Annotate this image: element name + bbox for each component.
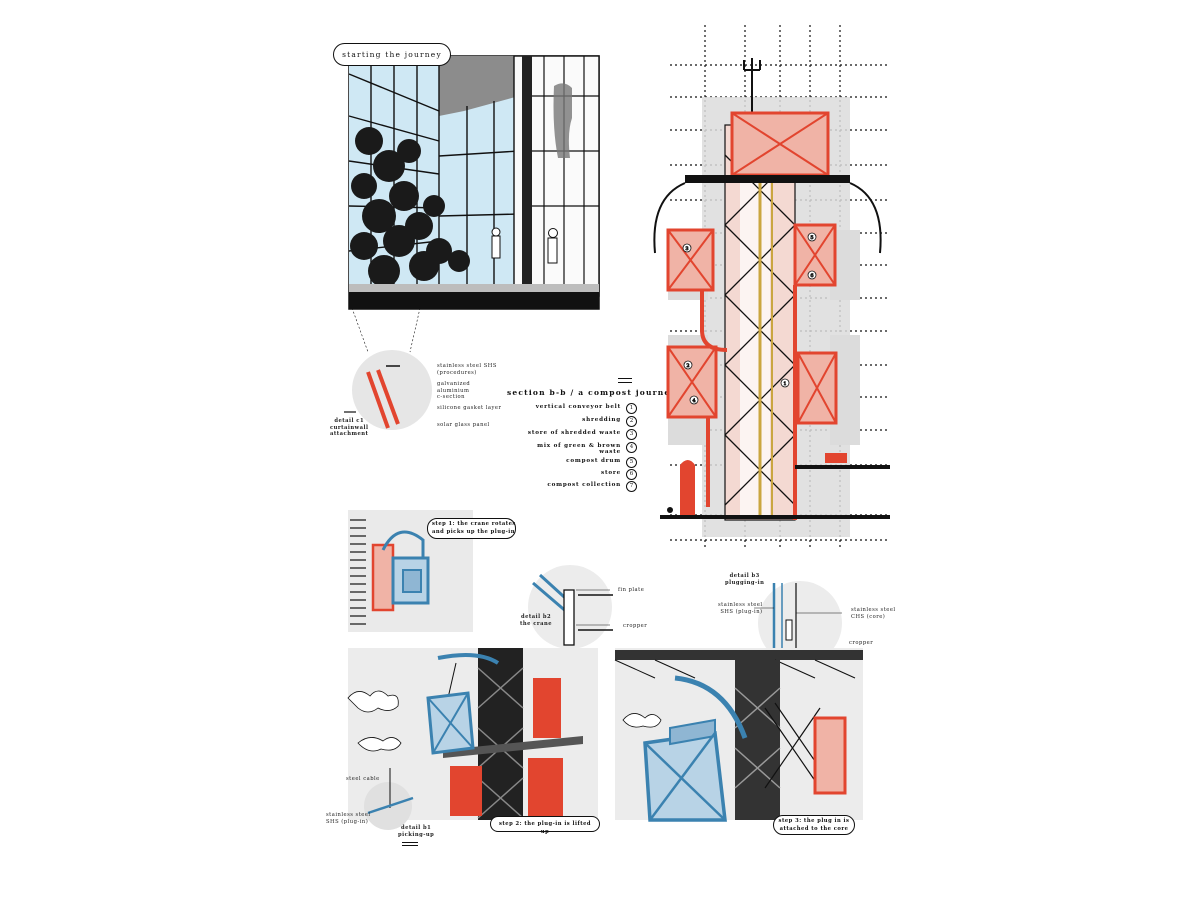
step3-drawing (614, 650, 863, 822)
marker-3: 3 (685, 246, 688, 252)
detail-b1-caption: detail b1 picking-up (398, 825, 435, 838)
b1-scale-bar (402, 842, 418, 846)
b3-callout-1: stainless steel SHS (plug-in) (718, 602, 763, 615)
b3-callout-3: cropper (849, 640, 874, 646)
b3-callout-2: stainless steel CHS (core) (851, 607, 896, 620)
legend-num-3: 3 (626, 429, 637, 440)
marker-2: 2 (686, 363, 689, 369)
detail-b2-caption: detail b2 the crane (520, 614, 553, 627)
atrium-illustration (348, 55, 600, 310)
section-title: section b-b / a compost journey (507, 388, 676, 397)
marker-1: 1 (783, 381, 786, 387)
detail-c1-drawing (344, 307, 432, 430)
legend-num-6: 6 (626, 469, 637, 480)
legend-num-5: 5 (626, 457, 637, 468)
detail-b3-drawing (754, 581, 842, 665)
detail-b2-drawing (528, 565, 613, 649)
legend-num-4: 4 (626, 442, 637, 453)
legend-num-1: 1 (626, 403, 637, 414)
marker-4: 4 (692, 398, 695, 404)
step1-pill: step 1: the crane rotates and picks up t… (427, 518, 516, 539)
starting-journey-pill: starting the journey (333, 43, 451, 66)
c1-callout-4: solar glass panel (437, 422, 490, 428)
c1-callout-3: silicone gasket layer (437, 405, 502, 411)
detail-c1-caption: detail c1 curtainwall attachment (330, 418, 369, 437)
c1-callout-1: stainless steel SHS (procedures) (437, 363, 497, 376)
b1-callout-1: steel cable (346, 776, 380, 782)
b2-callout-1: fin plate (618, 587, 645, 593)
legend-num-7: 7 (626, 481, 637, 492)
step1-drawing (350, 519, 430, 625)
c1-callout-2: galvanized aluminium c-section (437, 381, 471, 400)
step2-drawing (347, 648, 583, 830)
marker-5: 5 (810, 235, 813, 241)
b2-callout-2: cropper (623, 623, 648, 629)
b1-callout-2: stainless steel SHS (plug-in) (326, 812, 371, 825)
step2-pill: step 2: the plug-in is lifted up (490, 816, 600, 835)
marker-6: 6 (810, 273, 813, 279)
step3-pill: step 3: the plug in is attached to the c… (773, 815, 855, 835)
scale-bar (618, 378, 632, 383)
legend-num-2: 2 (626, 416, 637, 427)
section-bb-drawing: 1 2 3 4 5 6 (653, 25, 890, 550)
detail-b3-caption: detail b3 plugging-in (725, 573, 765, 586)
atrium-drawing (348, 55, 600, 310)
